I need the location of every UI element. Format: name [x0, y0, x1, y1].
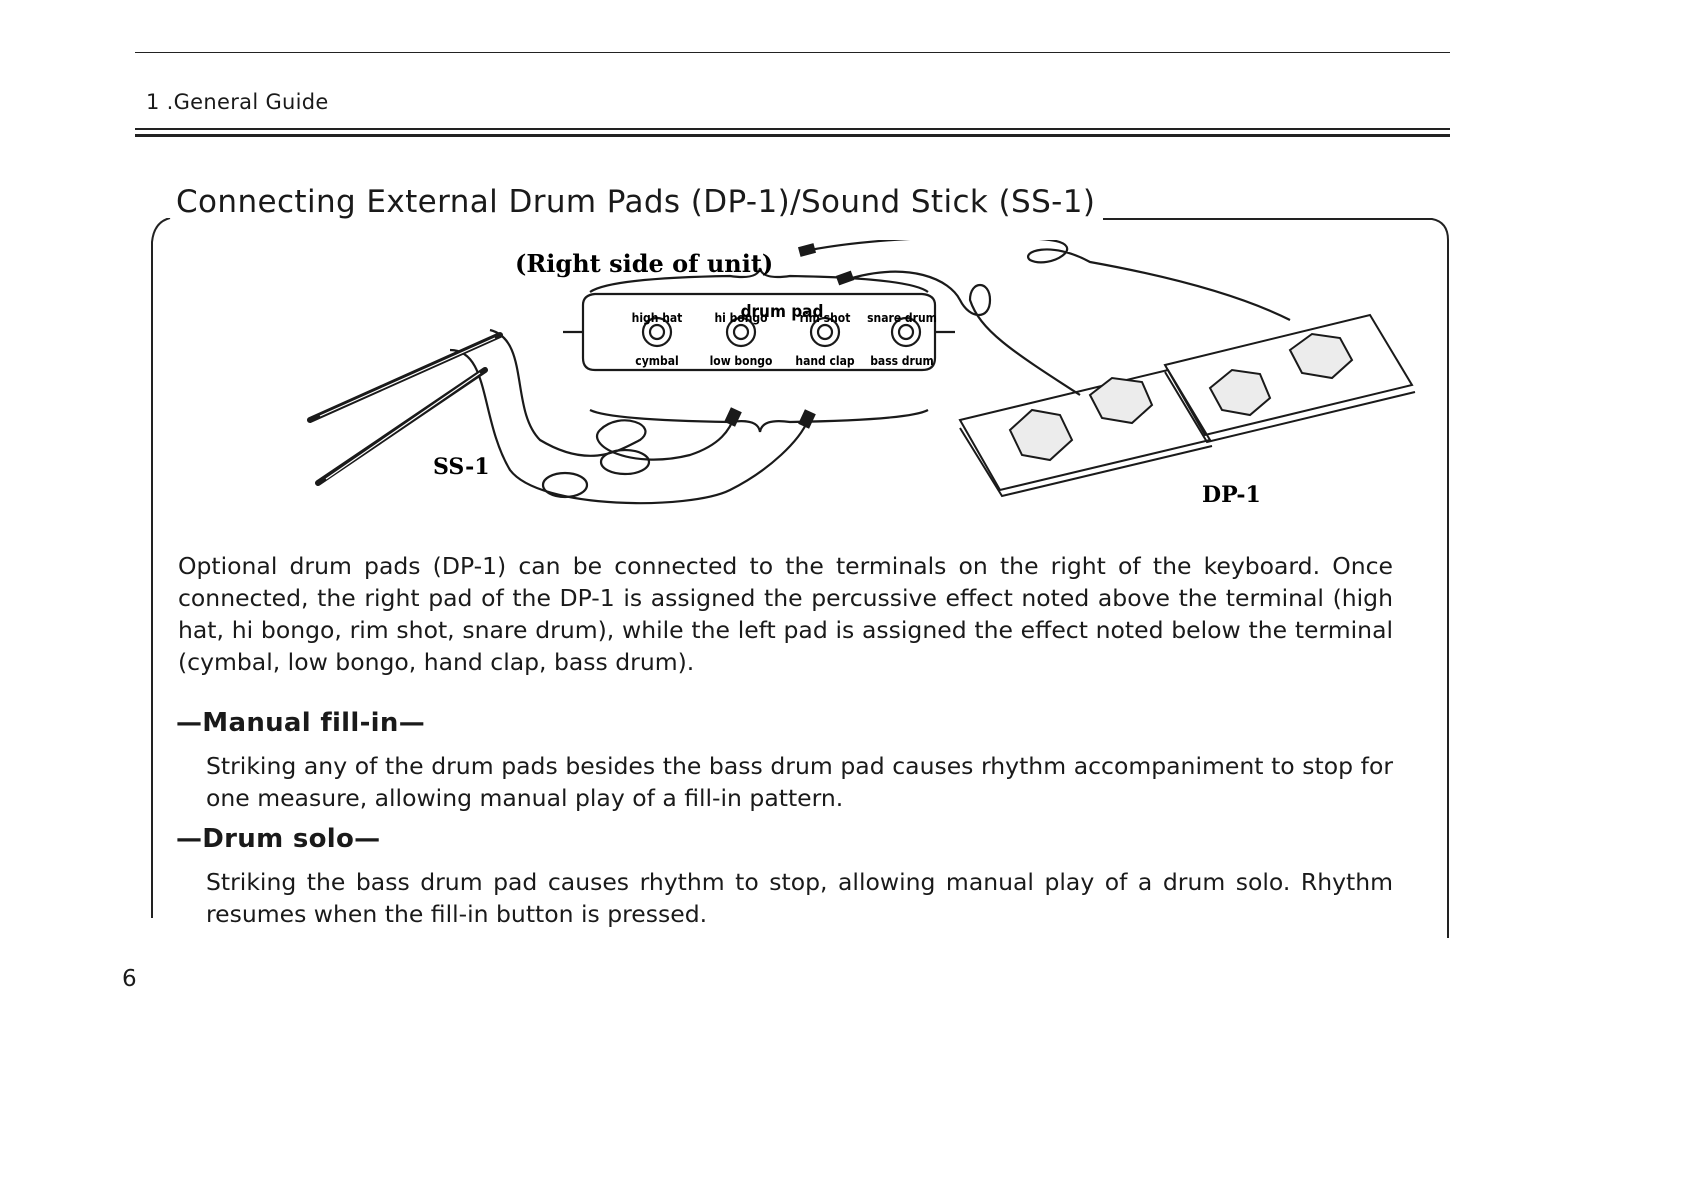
cable-ss1-b — [449, 348, 810, 505]
jack-icons — [641, 316, 922, 348]
dp1-drum-pads-icon — [958, 313, 1416, 498]
drum-solo-text: Striking the bass drum pad causes rhythm… — [206, 868, 1393, 928]
chapter-header: 1 .General Guide — [146, 90, 329, 114]
dp1-label: DP-1 — [1202, 482, 1261, 508]
cable-to-dp1-b — [844, 270, 1081, 396]
label-hi-bongo: hi bongo — [714, 311, 767, 325]
intro-paragraph: Optional drum pads (DP-1) can be connect… — [178, 552, 1393, 676]
label-rim-shot: rim shot — [800, 311, 851, 325]
label-high-hat: high hat — [632, 311, 683, 325]
unit-side-label: (Right side of unit) — [515, 249, 773, 278]
label-hand-clap: hand clap — [795, 354, 855, 368]
cable-ss1-a — [489, 328, 737, 461]
section-frame — [151, 218, 1449, 938]
top-rule — [135, 52, 1450, 53]
manual-fill-in-heading: —Manual fill-in— — [176, 708, 426, 738]
panel-title: drum pad — [741, 302, 824, 322]
label-snare-drum: snare drum — [867, 311, 937, 325]
label-bass-drum: bass drum — [870, 354, 934, 368]
header-rule-thick — [135, 134, 1450, 137]
drum-solo-heading: —Drum solo— — [176, 824, 381, 854]
ss1-label: SS-1 — [433, 454, 490, 480]
label-cymbal: cymbal — [635, 354, 678, 368]
cable-to-dp1-a — [809, 240, 1291, 321]
page-number: 6 — [122, 966, 137, 992]
header-rule — [135, 128, 1450, 130]
label-low-bongo: low bongo — [710, 354, 773, 368]
section-title: Connecting External Drum Pads (DP-1)/Sou… — [176, 184, 1104, 220]
manual-fill-in-text: Striking any of the drum pads besides th… — [206, 752, 1393, 812]
drum-pad-panel — [563, 267, 955, 433]
connection-illustration: drum pad high hat hi bongo rim shot snar… — [307, 240, 1416, 508]
